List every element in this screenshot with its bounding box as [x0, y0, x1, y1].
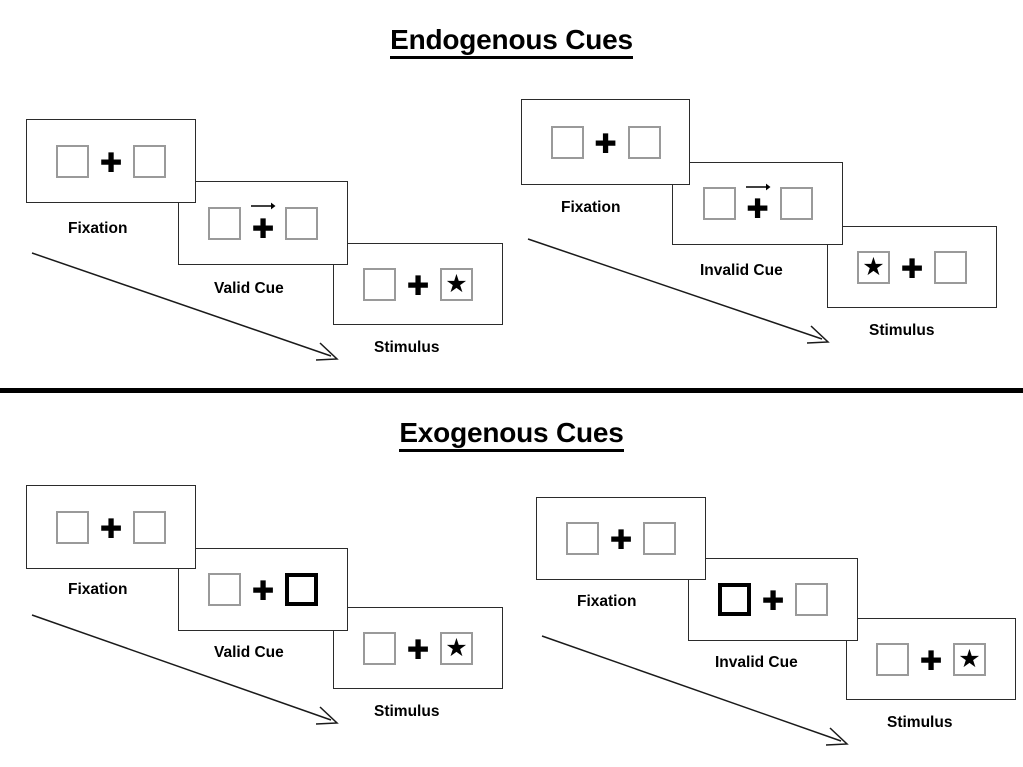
frame-content: ✚ ★ [334, 244, 502, 324]
frame-exogenous-valid-stimulus: ✚ ★ [333, 607, 503, 689]
frame-exogenous-invalid-stimulus: ✚ ★ [846, 618, 1016, 700]
frame-content: ✚ [27, 120, 195, 202]
placeholder-box-right [133, 144, 166, 178]
fixation-center: ✚ [736, 181, 780, 227]
fixation-center: ✚ [584, 119, 628, 165]
caption-exogenous-invalid-fixation: Fixation [577, 593, 637, 610]
frame-content: ✚ [179, 182, 347, 264]
fixation-plus-icon: ✚ [594, 128, 617, 160]
frame-content: ✚ [522, 100, 689, 184]
fixation-plus-icon: ✚ [919, 645, 943, 677]
placeholder-box-right [643, 522, 676, 555]
placeholder-box-left [550, 125, 584, 159]
caption-exogenous-valid-cue: Valid Cue [214, 644, 284, 661]
section-title-endogenous-text: Endogenous Cues [390, 26, 633, 59]
flow-arrow-endogenous-valid [31, 252, 339, 361]
fixation-center: ✚ [89, 504, 133, 550]
placeholder-box-left [56, 144, 89, 178]
frame-endogenous-valid-fixation: ✚ [26, 119, 196, 203]
placeholder-box-left [702, 187, 736, 220]
caption-endogenous-valid-cue: Valid Cue [214, 280, 284, 297]
frame-exogenous-invalid-fixation: ✚ [536, 497, 706, 580]
placeholder-box-right [285, 206, 318, 240]
fixation-center: ✚ [890, 244, 934, 290]
arrow-right-icon [251, 202, 276, 210]
placeholder-box-right [795, 583, 828, 616]
placeholder-box-left-with-target: ★ [857, 250, 890, 284]
caption-exogenous-valid-fixation: Fixation [68, 581, 128, 598]
flow-arrow-exogenous-invalid [541, 635, 849, 746]
fixation-plus-icon: ✚ [406, 270, 430, 302]
frame-endogenous-invalid-fixation: ✚ [521, 99, 690, 185]
fixation-plus-icon: ✚ [900, 253, 924, 285]
star-target-icon: ★ [445, 632, 468, 662]
frame-content: ✚ [689, 559, 857, 640]
star-target-icon: ★ [862, 251, 885, 281]
placeholder-box-right-with-target: ★ [953, 642, 986, 676]
frame-exogenous-valid-fixation: ✚ [26, 485, 196, 569]
caption-endogenous-invalid-fixation: Fixation [561, 199, 621, 216]
placeholder-box-right-with-target: ★ [440, 267, 473, 301]
fixation-center: ✚ [909, 636, 953, 682]
placeholder-box-left [566, 522, 599, 555]
fixation-center: ✚ [396, 625, 440, 671]
frame-content: ★ ✚ [828, 227, 996, 307]
fixation-center: ✚ [89, 138, 133, 184]
frame-content: ✚ [179, 549, 347, 630]
section-divider [0, 388, 1023, 393]
placeholder-box-left [56, 510, 89, 544]
frame-content: ✚ ★ [334, 608, 502, 688]
arrow-right-icon [745, 183, 770, 190]
fixation-center: ✚ [241, 567, 285, 613]
flow-arrow-endogenous-invalid [527, 238, 830, 344]
caption-endogenous-valid-stimulus: Stimulus [374, 339, 440, 356]
placeholder-box-right [934, 250, 967, 284]
section-title-exogenous-text: Exogenous Cues [399, 419, 624, 452]
section-title-endogenous: Endogenous Cues [0, 26, 1023, 59]
fixation-plus-icon: ✚ [746, 194, 769, 225]
caption-endogenous-invalid-cue: Invalid Cue [700, 262, 783, 279]
fixation-plus-icon: ✚ [251, 213, 275, 245]
fixation-plus-icon: ✚ [406, 634, 430, 666]
placeholder-box-left [363, 631, 396, 665]
frame-exogenous-invalid-cue: ✚ [688, 558, 858, 641]
placeholder-box-right [133, 510, 166, 544]
caption-exogenous-invalid-stimulus: Stimulus [887, 714, 953, 731]
section-title-exogenous: Exogenous Cues [0, 419, 1023, 452]
fixation-plus-icon: ✚ [99, 513, 123, 545]
frame-endogenous-valid-stimulus: ✚ ★ [333, 243, 503, 325]
placeholder-box-left [208, 206, 241, 240]
frame-endogenous-invalid-stimulus: ★ ✚ [827, 226, 997, 308]
placeholder-box-left [876, 642, 909, 676]
star-target-icon: ★ [445, 268, 468, 298]
placeholder-box-right [779, 187, 813, 220]
caption-endogenous-invalid-stimulus: Stimulus [869, 322, 935, 339]
fixation-center: ✚ [241, 200, 285, 246]
cue-box-left-highlighted [718, 583, 751, 616]
fixation-plus-icon: ✚ [761, 586, 785, 617]
fixation-center: ✚ [599, 516, 643, 562]
fixation-center: ✚ [396, 261, 440, 307]
frame-content: ✚ [673, 163, 842, 244]
frame-endogenous-invalid-cue: ✚ [672, 162, 843, 245]
star-target-icon: ★ [958, 643, 981, 673]
caption-exogenous-invalid-cue: Invalid Cue [715, 654, 798, 671]
frame-exogenous-valid-cue: ✚ [178, 548, 348, 631]
frame-endogenous-valid-cue: ✚ [178, 181, 348, 265]
frame-content: ✚ ★ [847, 619, 1015, 699]
cue-box-right-highlighted [285, 573, 318, 606]
fixation-plus-icon: ✚ [609, 525, 633, 556]
frame-content: ✚ [27, 486, 195, 568]
fixation-plus-icon: ✚ [251, 576, 275, 607]
placeholder-box-left [363, 267, 396, 301]
frame-content: ✚ [537, 498, 705, 579]
placeholder-box-right [627, 125, 661, 159]
placeholder-box-right-with-target: ★ [440, 631, 473, 665]
fixation-center: ✚ [751, 577, 795, 623]
placeholder-box-left [208, 573, 241, 606]
caption-exogenous-valid-stimulus: Stimulus [374, 703, 440, 720]
fixation-plus-icon: ✚ [99, 147, 123, 179]
caption-endogenous-valid-fixation: Fixation [68, 220, 128, 237]
